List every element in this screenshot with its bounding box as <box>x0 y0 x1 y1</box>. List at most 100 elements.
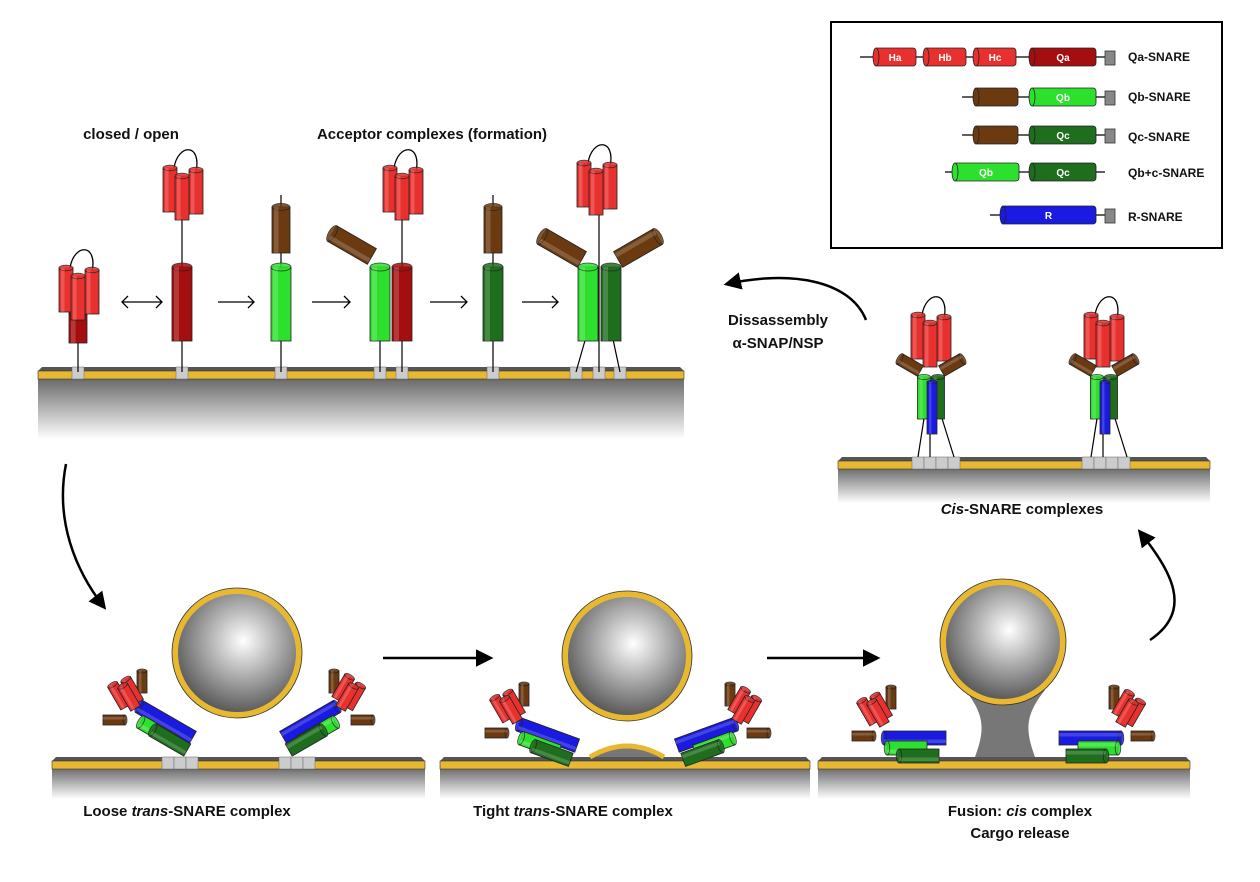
qa-snare <box>391 262 413 342</box>
habc-helix <box>499 695 523 725</box>
cis-habc <box>910 296 952 368</box>
qc-snare <box>680 739 725 767</box>
habc-helix <box>576 159 592 208</box>
qc-snare <box>529 739 574 767</box>
n-domain <box>350 714 376 726</box>
anchor <box>1117 456 1131 470</box>
legend-label-qbc: Qb+c-SNARE <box>1128 166 1204 180</box>
anchor <box>1081 456 1095 470</box>
label-closed-open: closed / open <box>83 126 179 143</box>
n-domain <box>1068 353 1097 377</box>
n-domain <box>102 714 128 726</box>
n-domain <box>484 727 510 739</box>
domain-label: Hc <box>989 53 1002 64</box>
label-tight-trans: Tight trans-SNARE complex <box>473 803 673 820</box>
acceptor-complex-habc <box>576 144 618 216</box>
anchor <box>935 456 949 470</box>
legend-label-qb: Qb-SNARE <box>1128 90 1191 104</box>
habc-helix <box>1095 319 1111 368</box>
qc-n-domain-tilted <box>613 228 664 268</box>
vesicle-tight <box>561 590 693 722</box>
habc-helix <box>602 161 618 210</box>
legend-hb: Hb <box>922 47 967 67</box>
loose-trans-complex-right <box>279 668 376 757</box>
habc-helix <box>1115 698 1139 728</box>
cis-membrane <box>837 456 1211 503</box>
label-disassembly: Dissassembly <box>728 312 829 329</box>
arrow-disassembly <box>723 272 868 321</box>
n-domain <box>885 684 897 710</box>
habc-helix <box>335 682 359 712</box>
habc-domain <box>107 675 145 712</box>
qb-snare <box>577 262 599 342</box>
habc-helix <box>117 682 141 712</box>
legend-qc: Qc <box>1028 125 1097 145</box>
plasma-membrane-top <box>37 366 685 439</box>
qc-snare <box>482 262 504 342</box>
qb-n-domain <box>271 202 291 254</box>
acceptor-habc <box>382 149 424 221</box>
r-snare <box>514 717 581 753</box>
transmembrane-domain-icon <box>1104 128 1116 144</box>
domain-label: R <box>1045 211 1053 222</box>
label-loose-trans: Loose trans-SNARE complex <box>83 803 291 820</box>
legend-qa: Qa <box>1028 47 1097 67</box>
domain-label: Hb <box>938 53 951 64</box>
habc-domain <box>856 691 894 728</box>
vesicle-loose <box>171 587 303 719</box>
arrows <box>61 272 1176 667</box>
anchor <box>947 456 961 470</box>
anchor <box>290 756 304 770</box>
domain-label: Ha <box>889 53 902 64</box>
n-domain <box>1130 730 1156 742</box>
legend-ha: Ha <box>872 47 917 67</box>
habc-helix <box>866 698 890 728</box>
anchor <box>173 756 187 770</box>
fusion-pore <box>965 690 1045 757</box>
n-domain <box>938 353 967 377</box>
legend-label-r: R-SNARE <box>1128 210 1183 224</box>
domain-label: Qc <box>1056 168 1070 179</box>
anchor <box>185 756 199 770</box>
qc-snare <box>148 723 192 757</box>
habc-helix <box>408 166 424 215</box>
open-habc <box>162 149 204 221</box>
habc-helix <box>588 167 604 216</box>
habc-helix <box>188 166 204 215</box>
r-snare <box>673 717 740 753</box>
habc-helix <box>936 313 952 362</box>
legend-label-qa: Qa-SNARE <box>1128 50 1190 64</box>
loose-trans-complex-left <box>102 668 197 757</box>
label-acceptor-complexes: Acceptor complexes (formation) <box>317 126 547 143</box>
legend-r: R <box>999 205 1097 225</box>
n-domain <box>136 668 148 694</box>
arrow-to-cis <box>1137 529 1176 642</box>
domain-label: Qb <box>1056 93 1070 104</box>
transmembrane-domain-icon <box>1104 90 1116 106</box>
n-domain <box>746 727 772 739</box>
qc-snare <box>895 748 940 764</box>
tight-trans-complex-right <box>673 681 772 767</box>
legend-label-qc: Qc-SNARE <box>1128 130 1190 144</box>
vesicle-fusion <box>939 578 1067 706</box>
habc-domain <box>727 685 763 725</box>
anchor <box>1093 456 1107 470</box>
transmembrane-domain-icon <box>1104 50 1116 66</box>
qb-n-domain-tilted <box>536 228 587 268</box>
membrane-loose <box>51 756 426 799</box>
closed-habc <box>58 249 100 321</box>
label-cis-complexes: Cis-SNARE complexes <box>941 501 1104 518</box>
habc-helix <box>1083 311 1099 360</box>
habc-helix <box>107 680 131 711</box>
habc-helix <box>727 685 751 716</box>
membranes <box>37 366 1211 799</box>
domain-label: Qa <box>1056 53 1070 64</box>
habc-helix <box>394 172 410 221</box>
label-cargo-release: Cargo release <box>970 825 1069 842</box>
qb-snare <box>270 262 292 342</box>
cis-snare-complex <box>895 296 967 458</box>
habc-domain <box>331 672 367 712</box>
cis-snare-complex <box>1068 296 1140 458</box>
habc-helix <box>731 695 755 725</box>
